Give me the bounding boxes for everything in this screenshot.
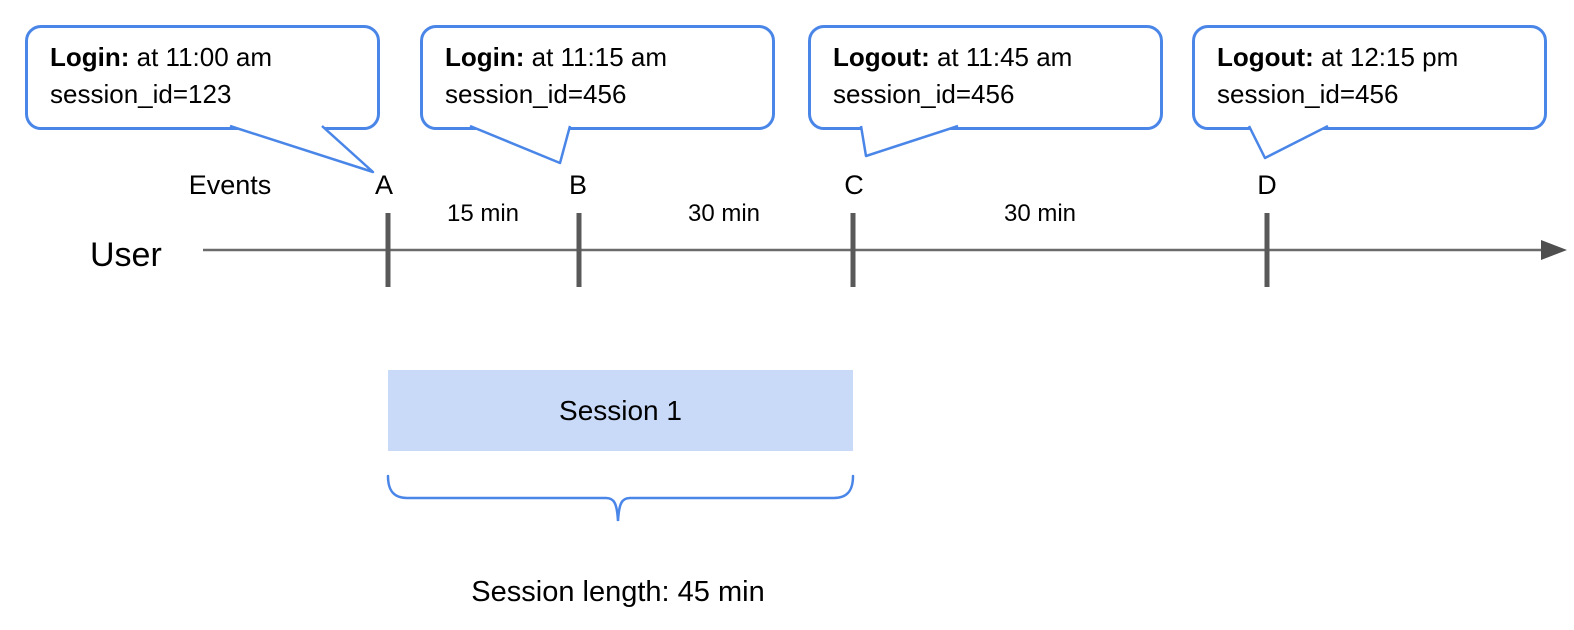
event-time-label: at 11:15 am	[524, 42, 668, 72]
event-type-label: Login:	[50, 42, 130, 72]
callout-line1: Login: at 11:00 am	[50, 39, 367, 76]
callout-line2: session_id=123	[50, 79, 232, 109]
arrowhead-icon	[1541, 240, 1567, 260]
callout-line2: session_id=456	[833, 79, 1015, 109]
session-1-box: Session 1	[388, 370, 853, 451]
callout-tail-b	[469, 124, 572, 165]
callout-login-b: Login: at 11:15 am session_id=456	[420, 25, 775, 130]
callout-tail-d	[1247, 124, 1329, 160]
event-mark-b: B	[568, 170, 588, 200]
callout-line2: session_id=456	[1217, 79, 1399, 109]
callout-line1: Logout: at 11:45 am	[833, 39, 1150, 76]
session-1-label: Session 1	[559, 394, 682, 426]
callout-logout-d: Logout: at 12:15 pm session_id=456	[1192, 25, 1547, 130]
interval-a-b: 15 min	[446, 200, 520, 227]
event-time-label: at 11:00 am	[129, 42, 273, 72]
axis-label-user: User	[90, 236, 162, 274]
callout-tail-a	[229, 124, 375, 174]
event-time-label: at 12:15 pm	[1313, 42, 1459, 72]
session-length-brace	[386, 474, 855, 522]
interval-b-c: 30 min	[687, 200, 761, 227]
event-type-label: Logout:	[833, 42, 930, 72]
callout-line1: Login: at 11:15 am	[445, 39, 762, 76]
event-mark-c: C	[844, 170, 864, 200]
event-mark-d: D	[1257, 170, 1277, 200]
callout-tail-c	[859, 124, 959, 158]
event-type-label: Logout:	[1217, 42, 1314, 72]
interval-c-d: 30 min	[1003, 200, 1077, 227]
session-length-label: Session length: 45 min	[471, 576, 765, 608]
callout-login-a: Login: at 11:00 am session_id=123	[25, 25, 380, 130]
event-type-label: Login:	[445, 42, 525, 72]
callout-line2: session_id=456	[445, 79, 627, 109]
events-row-label: Events	[188, 170, 272, 200]
callout-logout-c: Logout: at 11:45 am session_id=456	[808, 25, 1163, 130]
event-time-label: at 11:45 am	[929, 42, 1073, 72]
event-mark-a: A	[374, 170, 394, 200]
callout-line1: Logout: at 12:15 pm	[1217, 39, 1534, 76]
